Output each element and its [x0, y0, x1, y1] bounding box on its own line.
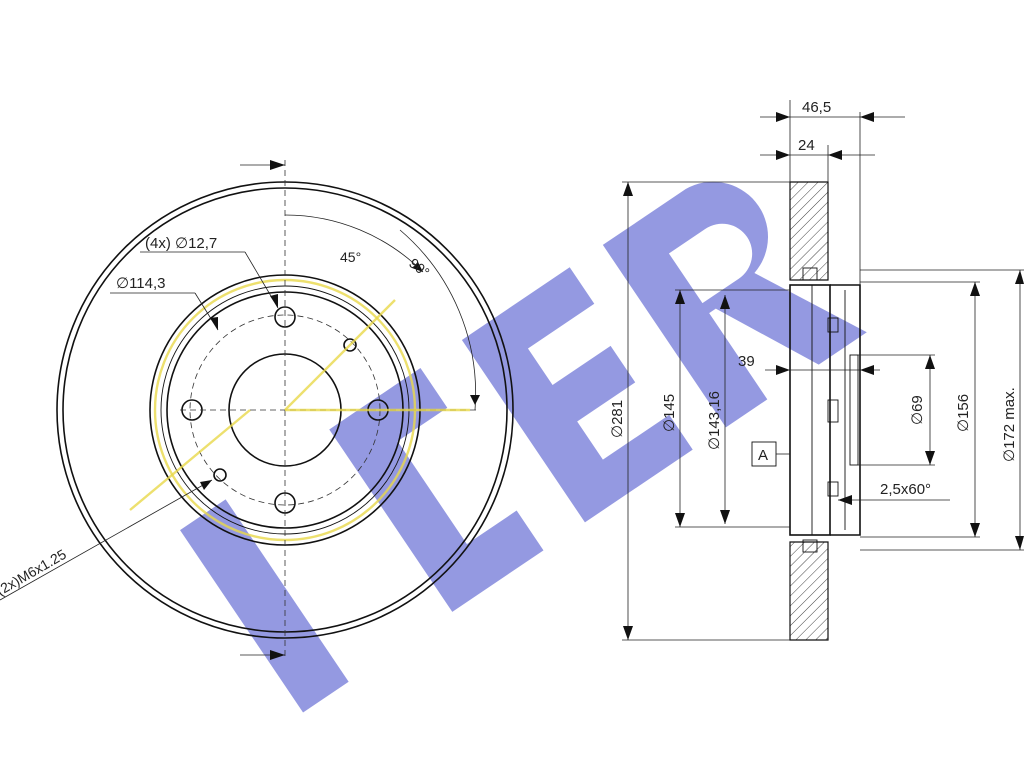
thread-leader [0, 479, 213, 601]
angle-90-arc [399, 229, 476, 411]
diameter-172-max-label: ∅172 max. [1001, 387, 1018, 462]
chamfer-label: 2,5x60° [880, 481, 931, 498]
diameter-143-16-label: ∅143,16 [706, 391, 723, 450]
angle-45-label: 45° [340, 249, 361, 265]
thread-hole-lower [213, 468, 227, 482]
diameter-156-label: ∅156 [955, 394, 972, 432]
hub-depth-label: 39 [738, 353, 755, 370]
hat-flange [830, 284, 861, 536]
thread-hole-upper [343, 338, 357, 352]
datum-label: A [758, 447, 768, 464]
diameter-145-label: ∅145 [661, 394, 678, 432]
pcd-label: ∅114,3 [116, 275, 166, 292]
hat-body [789, 284, 831, 536]
rotor-section-upper [789, 181, 829, 281]
overall-width-label: 46,5 [802, 99, 831, 116]
diameter-281-label: ∅281 [609, 400, 626, 438]
disc-thickness-label: 24 [798, 137, 815, 154]
angle-45-arc [284, 214, 424, 273]
thread-label: (2x)M6x1.25 [0, 546, 69, 599]
diameter-69-label: ∅69 [909, 395, 926, 425]
watermark-logo [180, 181, 867, 713]
bolt-hole-top [274, 306, 296, 328]
angle-90-label: 90° [406, 255, 433, 281]
rotor-section-lower [789, 541, 829, 641]
bolt-hole-label: (4x) ∅12,7 [145, 235, 217, 252]
side-view: 46,5 24 ∅281 ∅145 ∅143,16 39 A [609, 99, 1024, 641]
